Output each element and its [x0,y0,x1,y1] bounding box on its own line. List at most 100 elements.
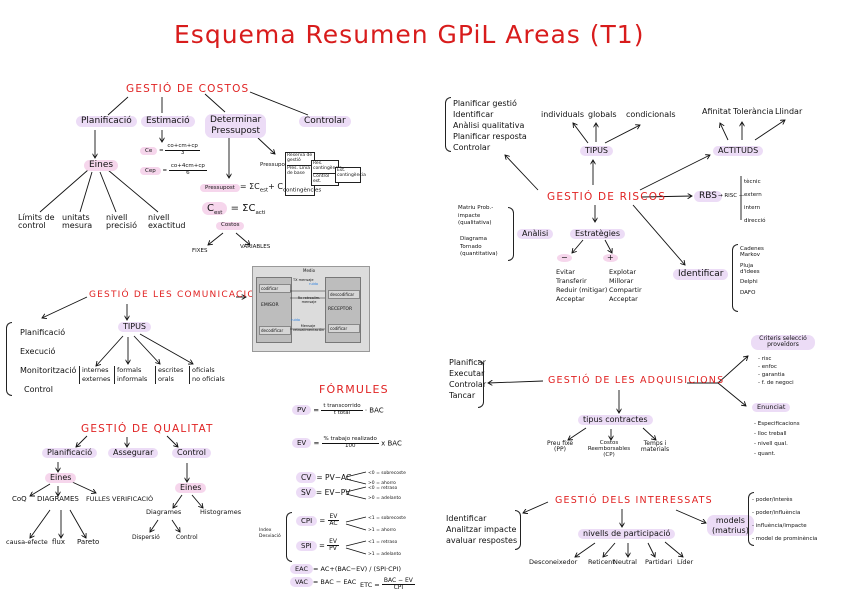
eines-item-exactitud: nivell exactitud [148,213,186,231]
int-process-item: Analitzar impacte [446,525,517,534]
costos-controlar: Controlar [299,116,351,128]
index-label-2: Desviació [259,533,281,539]
qualitat-eines-plan: Eines [45,473,77,484]
cpi-branches [345,516,367,531]
budget-box-label: Res. contingència [313,161,342,171]
pressupost-small-label: Pressupost [260,162,290,168]
ev-label: EV [292,438,312,449]
estrategia-negatiu: − [557,253,572,263]
determinar-line1: Determinar [210,115,262,125]
arrow-eines-histogrames [191,494,203,508]
plan-item-coq: CoQ [12,495,27,503]
cv-branches [345,471,367,485]
positiu-items: Explotar Millorar Compartir Acceptar [609,268,642,304]
arrow-tipus-individuals [573,123,589,144]
pv-label: PV [292,405,312,416]
arrow-fixes [208,232,224,245]
rbs-item: intern [744,205,761,211]
enunciat-items: - Especificacions - lloc treball - nivel… [754,419,800,459]
interessats-heading: GESTIÓ DELS INTERESSATS [555,495,713,506]
estrategia-positiu: + [603,253,618,263]
arrow-tipus-condicionals [604,125,640,144]
line-costos-controlar [249,91,309,116]
ce-num: co+cm+cp [165,143,200,151]
line-eines-1 [39,169,89,213]
arrow-variables [235,232,250,245]
sv-cases: <0 = retraso >0 = adelanto [368,484,401,504]
nivell-reticent: Reticent [588,558,615,566]
model-codificar: codificar [259,284,291,293]
line-eines-3 [99,171,117,213]
model-emisor-box: codificar EMISOR decodificar [256,277,292,343]
arrow-niv-1 [575,542,596,557]
cest-sub: est [213,210,223,216]
index-bracket [286,512,292,562]
cv-rhs: = PV−AC [316,473,352,482]
arrow-comm-list [42,296,88,318]
model-noise-1: ruido [309,282,318,286]
arrow-estrategies-neg [572,239,584,253]
sv-case: <0 = retraso [368,486,398,491]
cv-label: CV [296,472,317,483]
plan-item-fulles: FULLES VERIFICACIÓ [86,495,154,503]
identificar-bracket [732,244,738,312]
comm-pair-item: formals [117,366,142,374]
pressupost-sub: est [259,187,269,194]
ce-label: Ce [140,146,158,155]
nivell-lider: Líder [677,558,694,566]
riscos-process-item: Identificar [453,110,494,119]
cep-label: Cep [140,166,161,175]
eac-rhs: = AC+(BAC−EV) / (SPI·CPI) [312,565,402,573]
actitud-tolerancia: Tolerància [733,107,774,116]
communication-model-diagram: Medio codificar EMISOR decodificar desco… [252,266,370,352]
sv-branches [345,486,367,500]
riscos-process-item: Anàlisi qualitativa [453,121,525,130]
cest-rhs: = ΣC [230,203,256,214]
adq-process-item: Controlar [449,380,487,389]
model-receptor-box: descodificar RECEPTOR codificar [325,277,361,343]
ev-den: 100 [344,442,356,449]
arrow-int-models [675,509,706,523]
comm-list-bracket [6,322,12,396]
contract-temps: Temps i materials [640,440,670,454]
arrow-tipus-1 [96,335,124,366]
index-desviacio-label: Index Desviació [259,528,281,540]
eines-item-precisio: nivell precisió [106,213,138,231]
comm-pair-3: escrites orals [155,366,183,384]
eac-label: EAC [290,564,313,574]
line-costos-planificacio [107,96,129,116]
pressupost-label: Pressupost [200,184,240,192]
control-item-histogrames: Histogrames [200,508,242,516]
model-emisor: EMISOR [261,303,279,308]
plan-item-diagrames: DIAGRAMES [37,495,79,503]
rbs-item: direcció [744,218,766,224]
arrow-riscos-actituds [639,155,710,191]
riscos-process-item: Controlar [453,143,491,152]
formules-heading: FÓRMULES [319,383,389,396]
enunciat-item: - quant. [754,451,776,457]
vac-label: VAC [290,577,313,587]
pv-tail: · BAC [364,406,384,415]
control-diag-control: Control [176,534,198,541]
adquisicions-heading: GESTIÓ DE LES ADQUISICIONS [548,375,725,386]
comm-process-item: Execució [20,347,56,356]
arrow-contract-1 [568,427,587,440]
cpi-label: CPI [296,515,318,526]
arrow-riscos-identificar [632,204,685,265]
cep-den: 6 [186,169,190,176]
comm-process-list: Planificació Execució Monitorització Con… [20,323,76,399]
arrow-tipus-3 [133,335,160,364]
cpi-den: AC [329,520,338,528]
adq-enunciat: Enunciat [752,403,791,412]
comm-process-item: Monitorització [20,366,77,375]
riscos-process-list: Planificar gestió Identificar Anàlisi qu… [453,98,527,153]
arrow-diag-pareto [69,509,86,538]
budget-box-label: Control est. [313,173,330,184]
riscos-rbs: RBS [694,191,722,203]
arrow-estrategies-pos [604,239,612,253]
